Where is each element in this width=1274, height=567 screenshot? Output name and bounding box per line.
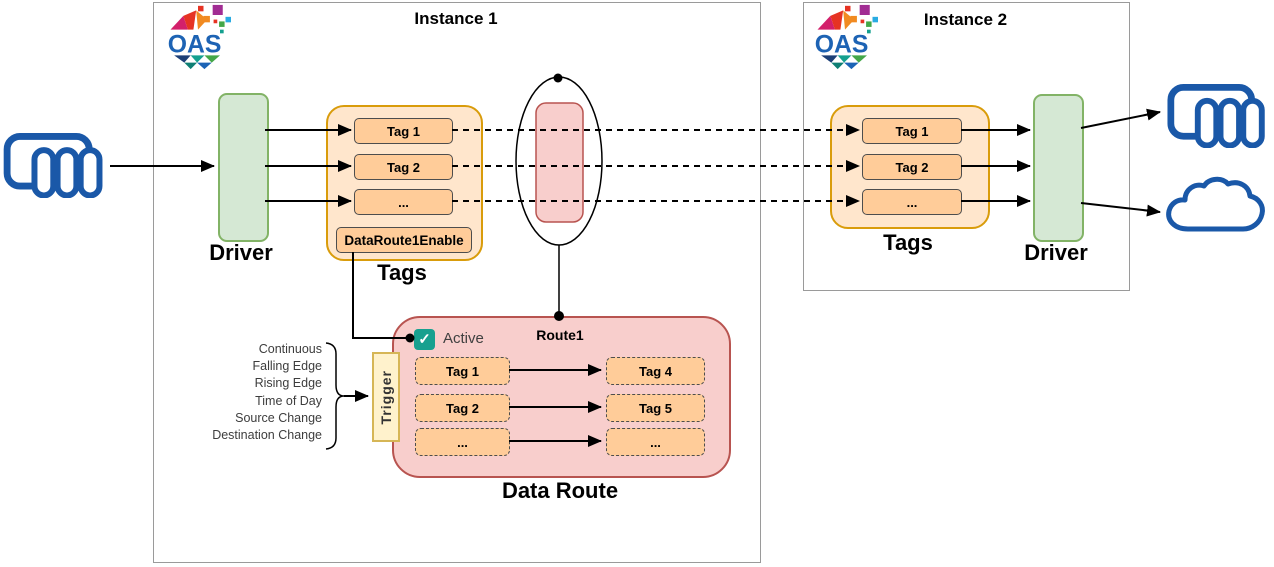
oas-logo-text: OAS [168, 32, 222, 59]
route1-label: Route1 [536, 327, 584, 343]
trigger-box: Trigger [372, 352, 400, 442]
oas-logo: OAS [168, 4, 231, 70]
instance1-driver-box [218, 93, 269, 242]
plc-device-icon [3, 133, 103, 198]
tag-node: ... [862, 189, 962, 215]
tag-node: Tag 1 [862, 118, 962, 144]
tag-node: Tag 2 [354, 154, 453, 180]
instance1-tags-label: Tags [377, 260, 427, 285]
route-source-tag: Tag 2 [415, 394, 510, 422]
instance2-tags-label: Tags [883, 230, 933, 255]
trigger-option: Destination Change [212, 428, 322, 443]
trigger-label: Trigger [378, 369, 394, 425]
database-icon [1167, 84, 1265, 148]
route-dest-tag: Tag 4 [606, 357, 705, 385]
route-dest-tag: ... [606, 428, 705, 456]
trigger-option: Falling Edge [252, 359, 323, 374]
instance2-title: Instance 2 [923, 10, 1008, 29]
route-dest-tag: Tag 5 [606, 394, 705, 422]
active-checkbox: ✓ [414, 329, 435, 350]
instance2-driver-box [1033, 94, 1084, 242]
tag-node: Tag 1 [354, 118, 453, 144]
trigger-option: Time of Day [255, 393, 322, 408]
tag-node: ... [354, 189, 453, 215]
trigger-option: Continuous [258, 342, 322, 356]
enable-tag-node: DataRoute1Enable [336, 227, 472, 253]
instance2-driver-label: Driver [1024, 240, 1088, 265]
instance1-driver-label: Driver [209, 240, 273, 265]
trigger-options-list: Continuous Falling Edge Rising Edge Time… [178, 341, 322, 444]
instance2-frame [803, 2, 1130, 291]
instance1-frame [153, 2, 761, 563]
oas-logo-text: OAS [815, 32, 869, 59]
check-icon: ✓ [418, 331, 431, 348]
tag-node: Tag 2 [862, 154, 962, 180]
instance1-title: Instance 1 [414, 9, 498, 28]
route-source-tag: ... [415, 428, 510, 456]
trigger-option: Rising Edge [254, 376, 322, 391]
cloud-icon [1166, 176, 1265, 232]
oas-logo: OAS [815, 4, 878, 70]
route-source-tag: Tag 1 [415, 357, 510, 385]
trigger-option: Source Change [235, 410, 322, 425]
active-label: Active [443, 330, 484, 347]
data-route-label: Data Route [501, 478, 619, 503]
